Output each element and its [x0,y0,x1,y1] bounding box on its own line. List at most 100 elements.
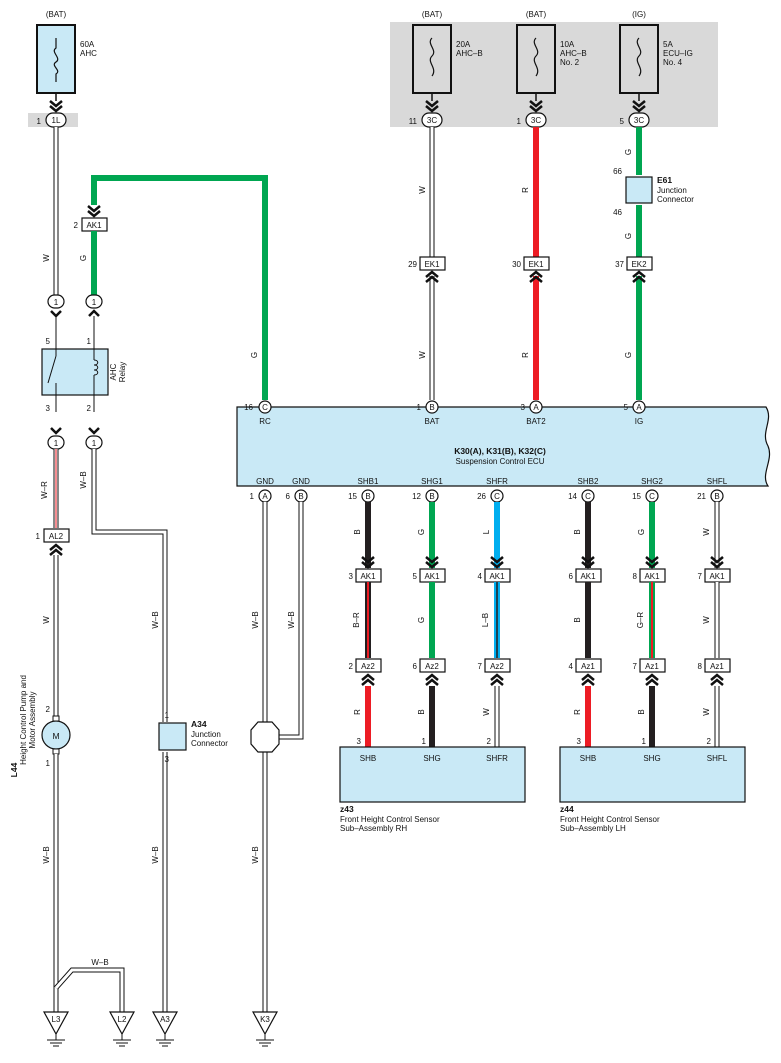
pin-3c-1: 1 [517,117,522,126]
lh-pin-3: 3 [577,737,582,746]
shg1-pin: 12 [412,492,421,501]
term-bat: BAT [425,417,440,426]
a34-pin-3: 3 [165,755,170,764]
conn-ek2-label: EK2 [631,260,647,269]
az-r5-pin: 7 [633,662,638,671]
pin-3c-11: 11 [409,117,418,126]
wire-label-g-mid: G [417,617,426,623]
az-r2: Az2 [425,662,439,671]
shfl-pin: 21 [697,492,706,501]
fuse-ahcb2-name2: No. 2 [560,58,580,67]
ground-l2-label: L2 [118,1015,127,1024]
wire-label-g-shg1: G [417,529,426,535]
conn-ek2 [626,256,653,271]
sensor-rh-line2: Sub–Assembly RH [340,824,407,833]
fuse-ahcb-icon [429,37,435,77]
conn-relay-bot-a-label: 1 [54,439,59,448]
ak1-r5: AK1 [644,572,660,581]
ak1-r6-pin: 7 [698,572,703,581]
sensor-lh-line2: Sub–Assembly LH [560,824,626,833]
motor-label-1: Height Control Pump and [19,675,28,765]
conn-ek1-b [523,256,550,271]
wire-wb-motor [53,754,125,1012]
conn-al2 [43,528,70,543]
conn-3c-a-label: 3C [427,116,437,125]
pin-3c-5: 5 [620,117,625,126]
conn-ek1-a-label: EK1 [424,260,440,269]
wire-label-wb-motor: W–B [42,846,51,863]
fuse-ahcb-name: AHC–B [456,49,483,58]
motor-label-2: Motor Assembly [28,692,37,749]
wire-label-br: B–R [352,612,361,628]
ak1-r2: AK1 [424,572,440,581]
ground-k3: K3 [251,1011,279,1047]
term-shfr: SHFR [486,477,508,486]
wire-label-wr: W–R [40,481,49,499]
wire-label-g-rc: G [250,352,259,358]
ak1-r4-pin: 6 [569,572,574,581]
bat2-conn-letter: A [533,403,539,412]
relay-label-1: AHC [109,363,118,380]
term-shg1: SHG1 [421,477,443,486]
ak1-r1: AK1 [360,572,376,581]
junction-a34-l1: Junction [191,730,221,739]
suspension-control-ecu [236,406,771,487]
az-r6-pin: 8 [698,662,703,671]
az-r3: Az2 [490,662,504,671]
wire-label-wb-k3: W–B [251,846,260,863]
wire-label-w-shfl: W [702,528,711,536]
relay-pin-1: 1 [87,337,92,346]
motor-symbol: M [52,731,59,741]
term-shfl: SHFL [707,477,728,486]
rc-conn-letter: C [262,403,268,412]
motor-pin-2: 2 [46,705,51,714]
gnd1-letter: A [262,492,268,501]
term-bat2: BAT2 [526,417,546,426]
ahc-relay [41,348,109,396]
wire-label-gr: G–R [636,612,645,629]
relay-label-2: Relay [118,362,127,382]
sensor-rh-id: z43 [340,804,354,814]
az-r3-pin: 7 [478,662,483,671]
wire-label-b-mid: B [573,617,582,622]
wire-label-r-rh: R [353,709,362,715]
fuse-ahcb-amp: 20A [456,40,471,49]
wire-label-w1: W [418,186,427,194]
wire-label-g1: G [624,149,633,155]
ak1-r3: AK1 [489,572,505,581]
fuse-ecuig-source: (IG) [632,10,646,19]
ecu-top-terminals: C 16 RC B 1 BAT A 3 BAT2 A 5 IG [244,400,646,426]
sensor-lh-shg: SHG [643,754,660,763]
conn-al2-label: AL2 [49,532,64,541]
shb2-letter: C [585,492,591,501]
ak1-r2-pin: 5 [413,572,418,581]
conn-1l-label: 1L [52,116,61,125]
ecu-bottom-terminals: GND A 1 GND B 6 SHB1 B 15 SHG1 B 12 SHFR… [250,477,728,503]
shg2-pin: 15 [632,492,641,501]
wire-label-l-shfr: L [482,529,491,534]
fuse-ahcb2-source: (BAT) [526,10,547,19]
fuse-ahcb2-icon [533,37,539,77]
wire-label-g-shg2: G [637,529,646,535]
term-ig: IG [635,417,643,426]
term-gnd-1: GND [256,477,274,486]
wire-wb-gnd [262,502,304,1012]
az-r4-pin: 4 [569,662,574,671]
lh-pin-1: 1 [642,737,647,746]
sensor-lh-id: z44 [560,804,574,814]
junction-e61 [625,176,653,204]
wire-label-b-rh: B [417,709,426,714]
sensor-rh-shg: SHG [423,754,440,763]
junction-e61-l2: Connector [657,195,694,204]
az-r1: Az2 [361,662,375,671]
wire-label-g-left: G [79,255,88,261]
shb2-pin: 14 [568,492,577,501]
conn-relay-top-a-label: 1 [54,298,59,307]
term-gnd-2: GND [292,477,310,486]
conn-relay-top-b [85,294,103,309]
conn-ek1-b-label: EK1 [528,260,544,269]
wire-label-b-shb1: B [353,529,362,534]
shfr-pin: 26 [477,492,486,501]
pin-66: 66 [613,167,622,176]
motor-pin-1: 1 [46,759,51,768]
